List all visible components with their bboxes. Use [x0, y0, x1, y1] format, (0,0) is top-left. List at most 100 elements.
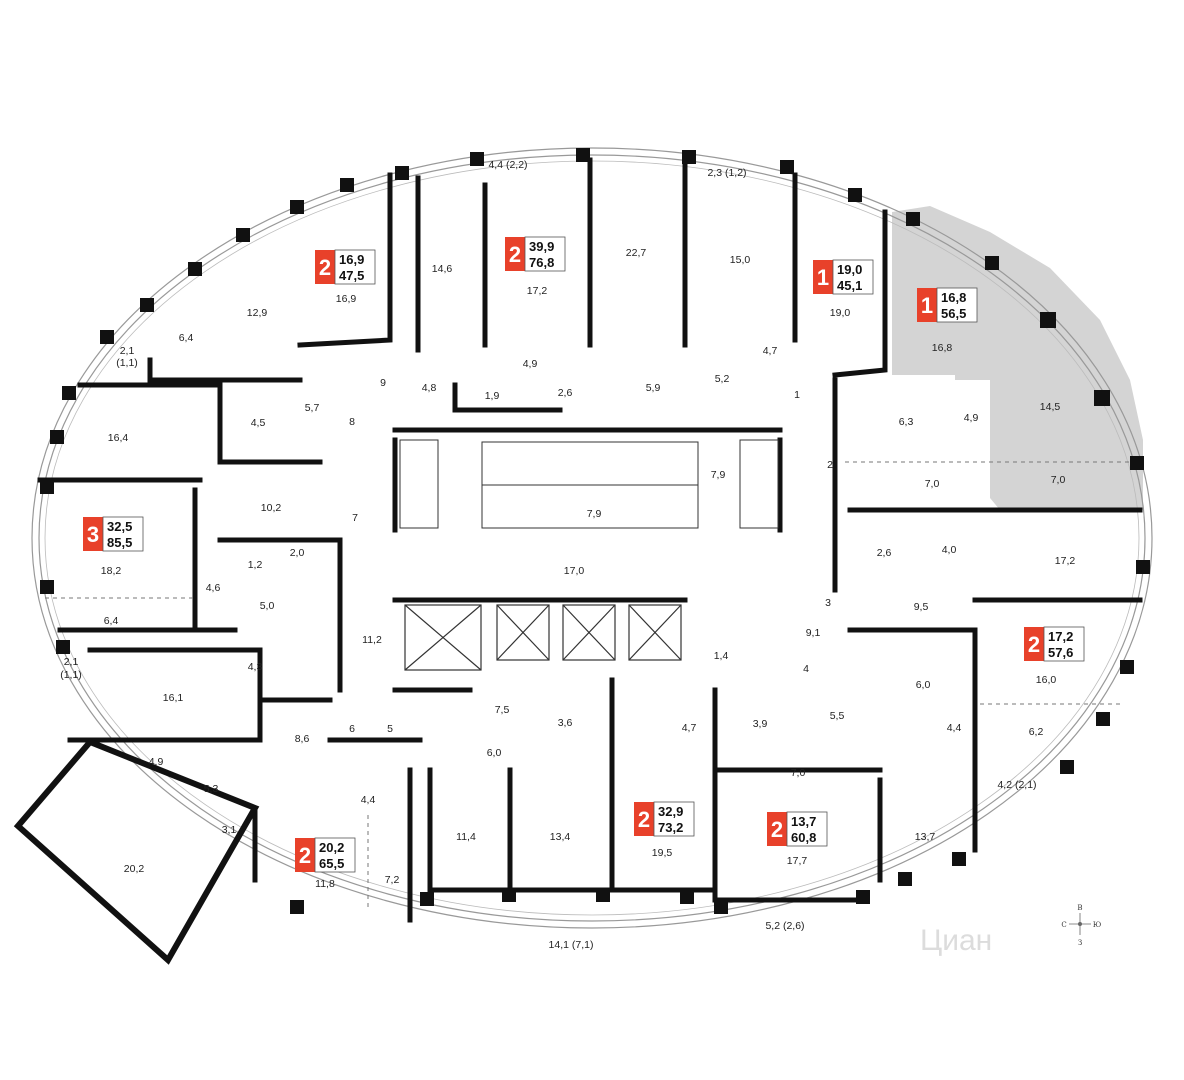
compass-w: С	[1061, 921, 1066, 929]
room-count: 2	[319, 255, 331, 280]
room-area: 4,7	[763, 345, 778, 357]
bottom-left-wing	[13, 738, 260, 965]
room-area: 11,2	[362, 634, 382, 646]
compass-s: З	[1078, 939, 1082, 947]
door-number: 9	[380, 377, 386, 389]
door-number: 3	[825, 597, 831, 609]
room-area: 7,2	[385, 874, 400, 886]
living-area: 13,7	[791, 814, 816, 829]
living-area: 32,9	[658, 804, 683, 819]
apartment-badge[interactable]: 2 39,9 76,8	[505, 236, 566, 272]
compass-e: Ю	[1093, 921, 1101, 929]
total-area: 45,1	[837, 278, 862, 293]
living-area: 20,2	[319, 840, 344, 855]
room-area: 4,9	[964, 412, 979, 424]
stair-core	[399, 439, 779, 529]
room-area: 16,4	[108, 432, 129, 444]
apartment-badge[interactable]: 2 20,2 65,5	[295, 837, 356, 873]
total-area: 57,6	[1048, 645, 1073, 660]
door-number: 2	[827, 459, 833, 471]
door-number: 4	[803, 663, 809, 675]
total-area: 47,5	[339, 268, 364, 283]
room-count: 2	[299, 843, 311, 868]
room-area: 4,0	[942, 544, 957, 556]
room-area: 5,2 (2,6)	[765, 920, 804, 932]
room-area: 2,3 (1,2)	[707, 167, 746, 179]
room-area: 20,2	[124, 863, 145, 875]
living-area: 16,9	[339, 252, 364, 267]
apartment-badge[interactable]: 1 16,8 56,5	[917, 287, 978, 323]
room-area: 6,3	[899, 416, 914, 428]
room-area: 3,6	[558, 717, 573, 729]
room-area: 5,2	[715, 373, 730, 385]
apartment-badge[interactable]: 2 16,9 47,5	[315, 249, 376, 285]
living-area: 39,9	[529, 239, 554, 254]
room-area: 2,1	[64, 656, 79, 668]
living-area: 16,8	[941, 290, 966, 305]
door-number: 6	[349, 723, 355, 735]
watermark: Циан	[920, 924, 992, 957]
room-area: 5,3	[204, 783, 219, 795]
living-area: 32,5	[107, 519, 132, 534]
room-count: 3	[87, 522, 99, 547]
total-area: 60,8	[791, 830, 816, 845]
facade	[31, 147, 1153, 929]
room-area: 1,2	[248, 559, 263, 571]
room-area: 19,0	[830, 307, 851, 319]
highlighted-apartment[interactable]	[892, 206, 1143, 510]
room-area: 15,0	[730, 254, 751, 266]
room-area: 6,4	[179, 332, 194, 344]
room-area: 12,9	[247, 307, 268, 319]
compass-icon: В С Ю З	[1061, 904, 1101, 947]
room-area: 10,2	[261, 502, 282, 514]
room-area: 13,7	[915, 831, 936, 843]
room-area: 4,4	[361, 794, 376, 806]
room-area: 4,3	[248, 661, 263, 673]
room-area: 4,9	[523, 358, 538, 370]
door-number: 8	[349, 416, 355, 428]
room-area: 2,1	[120, 345, 135, 357]
room-count: 2	[509, 242, 521, 267]
facade-columns	[40, 148, 1150, 914]
room-area: 2,6	[558, 387, 573, 399]
apartment-badge[interactable]: 2 32,9 73,2	[634, 801, 695, 837]
room-area: 16,0	[1036, 674, 1057, 686]
room-area: (1,1)	[60, 669, 82, 681]
room-area: 6,2	[1029, 726, 1044, 738]
room-area: 7,0	[791, 767, 806, 779]
room-area: 2,6	[877, 547, 892, 559]
room-area: 17,2	[527, 285, 548, 297]
room-area: 7,5	[495, 704, 510, 716]
room-area: 5,5	[830, 710, 845, 722]
room-area: 8,6	[295, 733, 310, 745]
door-number: 7	[352, 512, 358, 524]
room-area-labels: 4,4 (2,2) 2,3 (1,2) 12,9 16,9 14,6 17,2 …	[60, 159, 1075, 951]
door-number: 5	[387, 723, 393, 735]
room-area: 7,9	[587, 508, 602, 520]
door-number: 1	[794, 389, 800, 401]
room-area: 14,6	[432, 263, 453, 275]
room-area: 3,1	[222, 824, 237, 836]
apartment-badge[interactable]: 2 17,2 57,6	[1024, 626, 1085, 662]
room-area: 4,6	[206, 582, 221, 594]
total-area: 65,5	[319, 856, 344, 871]
compass-n: В	[1077, 904, 1082, 912]
total-area: 56,5	[941, 306, 966, 321]
apartment-badge[interactable]: 3 32,5 85,5	[83, 516, 144, 552]
elevators	[404, 604, 682, 671]
room-area: 3,9	[753, 718, 768, 730]
total-area: 76,8	[529, 255, 554, 270]
room-area: 19,5	[652, 847, 673, 859]
room-count: 2	[638, 807, 650, 832]
apartment-badge[interactable]: 2 13,7 60,8	[767, 811, 828, 847]
apartment-badge[interactable]: 1 19,0 45,1	[813, 259, 874, 295]
room-area: 5,9	[646, 382, 661, 394]
room-count: 1	[921, 293, 933, 318]
room-area: 4,7	[682, 722, 697, 734]
room-area: 7,0	[925, 478, 940, 490]
room-area: 17,2	[1055, 555, 1076, 567]
room-area: 14,5	[1040, 401, 1061, 413]
room-area: 5,7	[305, 402, 320, 414]
room-area: 9,1	[806, 627, 821, 639]
room-area: 18,2	[101, 565, 122, 577]
